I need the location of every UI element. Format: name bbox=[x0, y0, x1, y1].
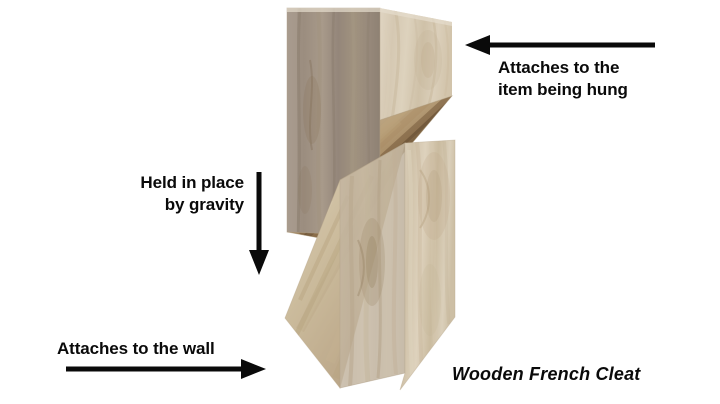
arrow-left bbox=[465, 35, 655, 55]
upper-piece-light-face bbox=[380, 8, 452, 120]
annotation-attaches-to-item: Attaches to the item being hung bbox=[498, 58, 628, 99]
figure-caption: Wooden French Cleat bbox=[452, 364, 641, 384]
lower-piece-light-face bbox=[399, 139, 456, 391]
annotation-attaches-to-wall: Attaches to the wall bbox=[57, 339, 215, 358]
arrow-right bbox=[66, 359, 266, 379]
lower-piece-front-face bbox=[339, 142, 406, 389]
upper-piece-top-edge bbox=[287, 8, 452, 26]
arrow-down bbox=[249, 172, 269, 275]
annotation-held-by-gravity: Held in place by gravity bbox=[140, 173, 244, 214]
